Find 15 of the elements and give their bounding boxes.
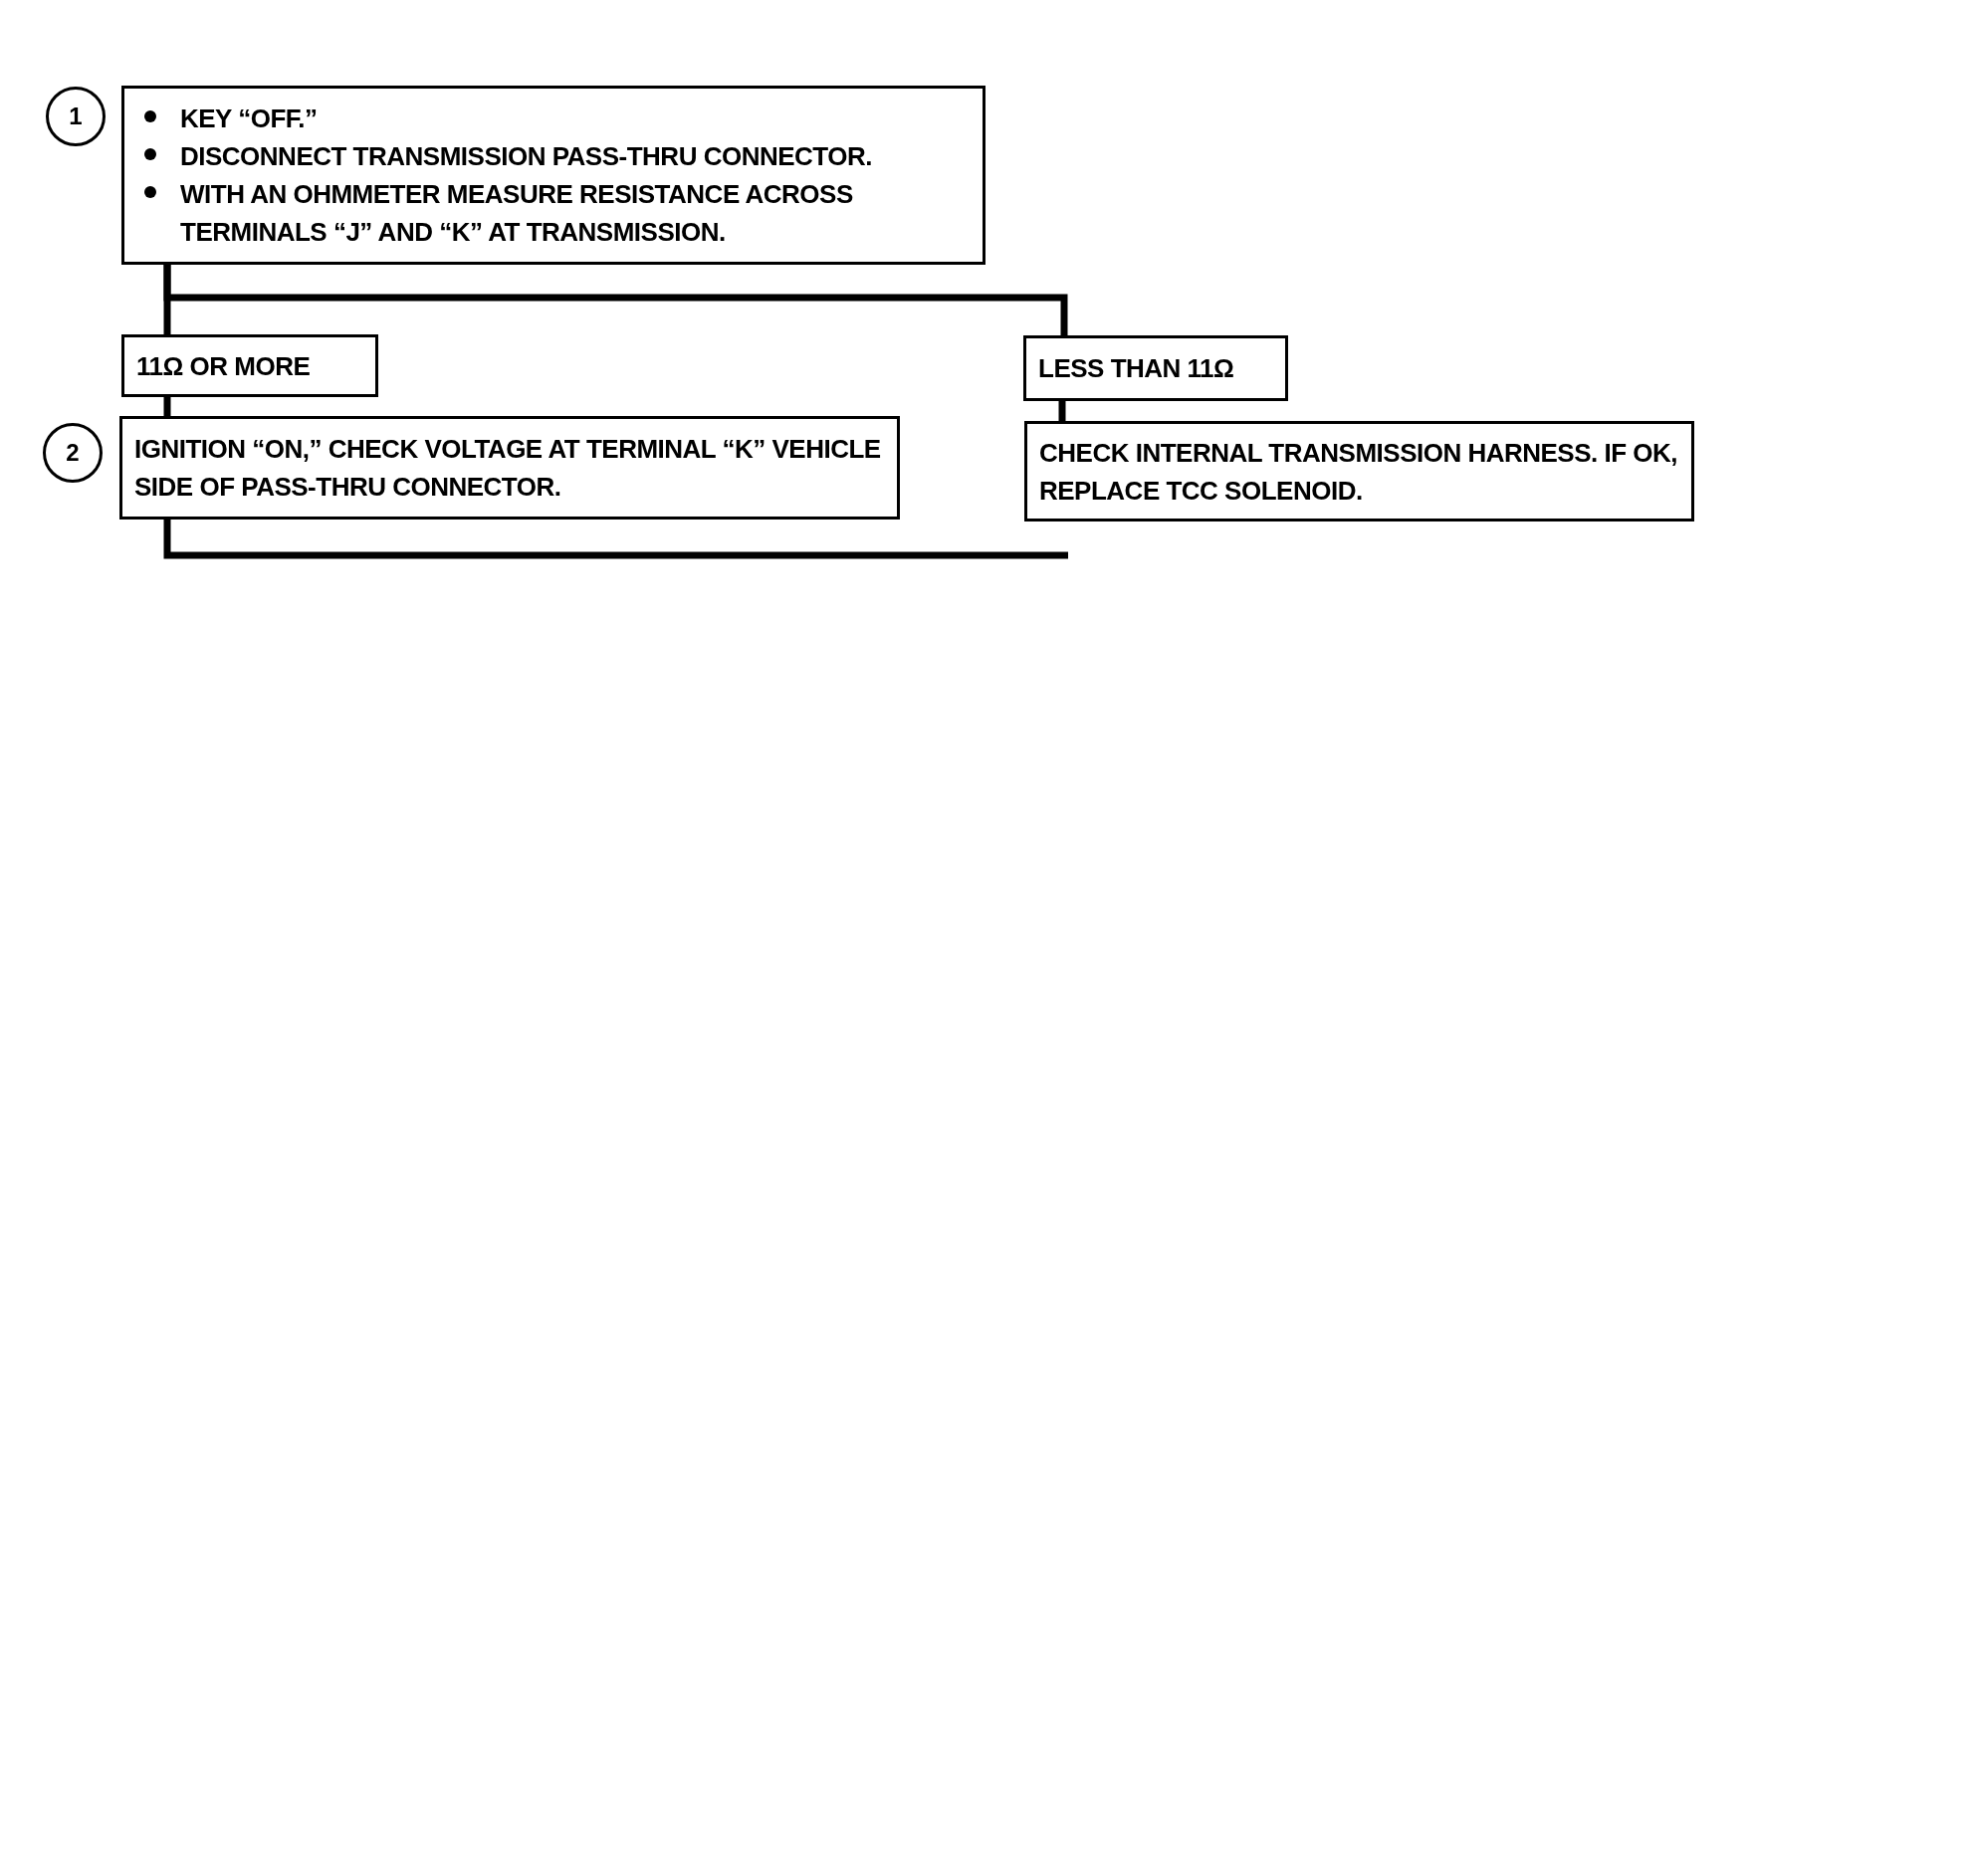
- instruction-box: [1024, 421, 1694, 521]
- result-box: [1023, 335, 1288, 401]
- instruction-box: [121, 86, 986, 265]
- connector-line: [163, 265, 1068, 335]
- connector-line: [163, 397, 171, 416]
- connector-line: [1058, 401, 1066, 421]
- instruction-text: WITH AN OHMMETER MEASURE RESISTANCE ACROSS TERMINALS “J” AND “K” AT TRANSMISSION.: [180, 178, 854, 249]
- box-text: CHECK INTERNAL TRANSMISSION HARNESS. IF OK, REPLACE TCC SOLENOID.: [1039, 436, 1679, 508]
- box-text: IGNITION “ON,” CHECK VOLTAGE AT TERMINAL “K” VEHICLE SIDE OF PASS-THRU CONNECTOR.: [134, 433, 882, 504]
- instruction-text: DISCONNECT TRANSMISSION PASS-THRU CONNECTOR.: [180, 140, 872, 173]
- instruction-text: KEY “OFF.”: [180, 103, 318, 135]
- box-text: LESS THAN 11Ω: [1038, 352, 1235, 385]
- instruction-box: [119, 416, 900, 520]
- result-box: [121, 334, 378, 397]
- box-text: 11Ω OR MORE: [136, 349, 312, 383]
